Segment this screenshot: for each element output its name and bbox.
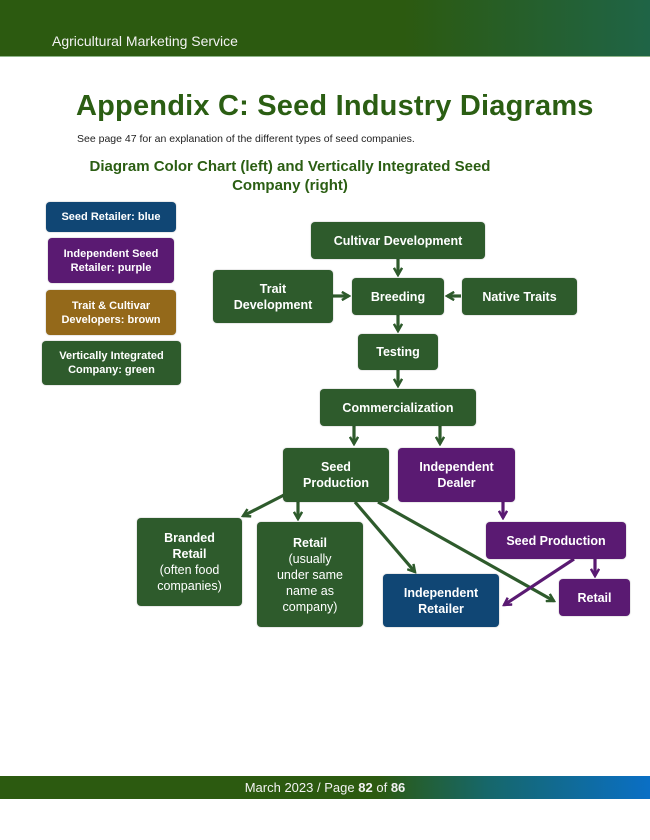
page-title: Appendix C: Seed Industry Diagrams — [76, 90, 594, 122]
node-breeding: Breeding — [352, 278, 444, 315]
footer-bar: March 2023 / Page 82 of 86 — [0, 776, 650, 799]
node-independent-dealer: Independent Dealer — [398, 448, 515, 502]
legend-independent-seed-retailer: Independent Seed Retailer: purple — [48, 238, 174, 283]
node-note: (usually under same name as company) — [276, 551, 343, 614]
node-label: Trait Development — [233, 281, 313, 312]
node-label: Cultivar Development — [333, 233, 463, 248]
arrow-seed-production-to-independent-retailer — [353, 500, 415, 572]
node-label: Breeding — [370, 289, 426, 304]
legend-label: Vertically Integrated Company: green — [59, 350, 164, 376]
intro-text: See page 47 for an explanation of the di… — [77, 133, 415, 145]
footer-page-total: 86 — [390, 780, 406, 795]
node-label: Independent Dealer — [419, 460, 494, 490]
legend-label: Trait & Cultivar Developers: brown — [61, 299, 161, 326]
node-label: Seed Production — [506, 533, 606, 548]
section-title: Diagram Color Chart (left) and Verticall… — [89, 158, 491, 194]
node-label: Commercialization — [342, 400, 454, 415]
arrow-dealer-seed-production-to-independent-retailer — [504, 557, 575, 605]
node-trait-development: Trait Development — [213, 270, 333, 323]
legend-seed-retailer: Seed Retailer: blue — [46, 202, 176, 232]
node-label: Retail — [577, 590, 612, 605]
legend-vertically-integrated-company: Vertically Integrated Company: green — [42, 341, 181, 385]
node-label: Testing — [376, 345, 420, 359]
node-dealer-seed-production: Seed Production — [486, 522, 626, 559]
header-bar: Agricultural Marketing Service — [0, 0, 650, 57]
legend-label: Independent Seed Retailer: purple — [63, 247, 159, 274]
footer-page-prefix: Page — [324, 780, 355, 795]
footer-page-number: 82 — [358, 780, 373, 795]
arrow-seed-production-to-dealer-retail — [377, 500, 554, 603]
agency-name: Agricultural Marketing Service — [52, 33, 238, 49]
node-label: Retail — [292, 535, 328, 550]
node-cultivar-development: Cultivar Development — [311, 222, 485, 259]
node-label: Native Traits — [482, 289, 557, 304]
node-retail-company: Retail (usually under same name as compa… — [257, 522, 363, 627]
footer-of-label: of — [376, 780, 388, 795]
node-label: Branded Retail — [164, 531, 215, 561]
node-native-traits: Native Traits — [462, 278, 577, 315]
node-note: (often food companies) — [157, 563, 222, 593]
node-commercialization: Commercialization — [320, 389, 476, 426]
arrow-seed-production-to-branded-retail — [243, 493, 285, 516]
node-testing: Testing — [358, 334, 438, 370]
legend-label: Seed Retailer: blue — [61, 211, 161, 223]
node-independent-retailer: Independent Retailer — [383, 574, 499, 627]
node-branded-retail: Branded Retail (often food companies) — [137, 518, 242, 606]
node-label: Seed Production — [303, 460, 369, 490]
footer-date: March 2023 — [244, 780, 314, 795]
footer-separator: / — [317, 780, 321, 795]
node-dealer-retail: Retail — [559, 579, 630, 616]
node-label: Independent Retailer — [403, 585, 479, 616]
legend-trait-cultivar-developers: Trait & Cultivar Developers: brown — [46, 290, 176, 335]
node-seed-production: Seed Production — [283, 448, 389, 502]
